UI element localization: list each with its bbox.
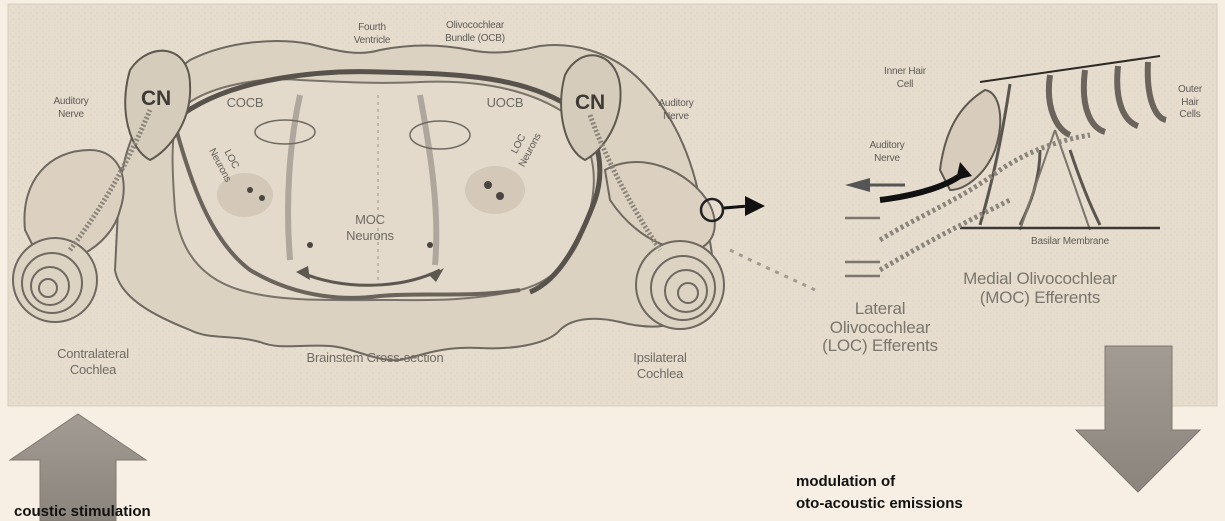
modulation-caption: modulation of oto-acoustic emissions	[796, 471, 963, 515]
brainstem-cross-section-label: Brainstem Cross-section	[285, 350, 465, 366]
neuron-dot	[259, 195, 265, 201]
basilar-membrane-label: Basilar Membrane	[1000, 236, 1140, 249]
uocb-label: UOCB	[475, 95, 535, 111]
moc-neurons-label: MOC Neurons	[330, 212, 410, 245]
neuron-dot	[427, 242, 433, 248]
auditory-nerve-detail-label: Auditory Nerve	[852, 140, 922, 165]
neuron-dot	[484, 181, 492, 189]
outer-hair-cells-label: Outer Hair Cells	[1160, 84, 1220, 122]
cocb-label: COCB	[215, 95, 275, 111]
zoom-arrow-shaft	[724, 206, 748, 208]
ocb-label: Olivocochlear Bundle (OCB)	[430, 20, 520, 45]
fourth-ventricle-label: Fourth Ventricle	[342, 22, 402, 47]
neuron-dot	[247, 187, 253, 193]
auditory-nerve-left-label: Auditory Nerve	[35, 96, 107, 121]
loc-efferents-label: Lateral Olivocochlear (LOC) Efferents	[790, 300, 970, 356]
neuron-dot	[307, 242, 313, 248]
contralateral-cochlea-label: Contralateral Cochlea	[38, 346, 148, 379]
cn-left-label: CN	[134, 86, 178, 112]
stimulation-caption: coustic stimulation	[14, 501, 151, 521]
neuron-dot	[496, 192, 504, 200]
inner-hair-cell-label: Inner Hair Cell	[870, 66, 940, 91]
cn-right-label: CN	[568, 90, 612, 116]
auditory-nerve-right-label: Auditory Nerve	[640, 98, 712, 123]
ipsilateral-cochlea-label: Ipsilateral Cochlea	[610, 350, 710, 383]
